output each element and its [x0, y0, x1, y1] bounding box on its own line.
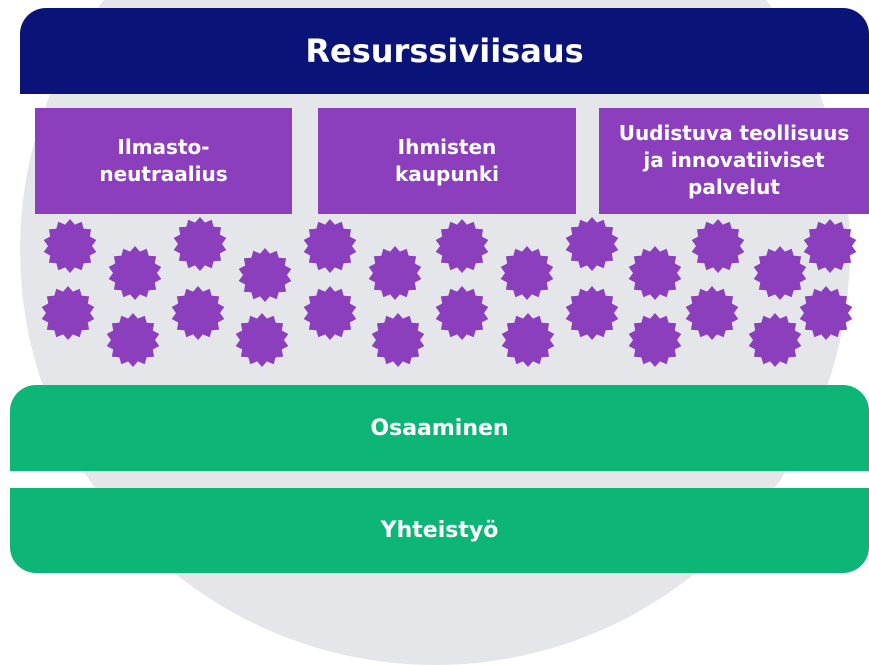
foundation-osaaminen: Osaaminen [10, 385, 869, 471]
foundation-label: Yhteistyö [380, 518, 499, 543]
gear-icon [628, 313, 682, 367]
pillar-label: Uudistuva teollisuus ja innovatiiviset p… [618, 121, 850, 199]
pillar-human-city: Ihmisten kaupunki [318, 108, 576, 214]
gear-icon [106, 313, 160, 367]
resource-wisdom-diagram: Resurssiviisaus Ilmasto- neutraalius Ihm… [10, 0, 869, 665]
gear-icon [799, 286, 853, 340]
gear-icon [753, 246, 807, 300]
gear-icon [371, 313, 425, 367]
gear-icon [368, 246, 422, 300]
pillar-renewing-industry: Uudistuva teollisuus ja innovatiiviset p… [599, 108, 869, 214]
gear-icon [748, 313, 802, 367]
gear-field [41, 217, 857, 367]
gear-icon [803, 219, 857, 273]
gear-icon [500, 246, 554, 300]
gear-icon [43, 219, 97, 273]
title-banner: Resurssiviisaus [20, 8, 869, 94]
gear-icon [171, 286, 225, 340]
foundation-yhteistyo: Yhteistyö [10, 488, 869, 573]
gear-icon [303, 219, 357, 273]
gear-icon [565, 217, 619, 271]
gear-icon [173, 217, 227, 271]
gear-icon [501, 313, 555, 367]
gear-icon [565, 286, 619, 340]
pillar-label: Ihmisten kaupunki [395, 135, 499, 186]
gear-icon [685, 286, 739, 340]
gear-icon [235, 313, 289, 367]
gear-icon [435, 286, 489, 340]
gear-icon [108, 246, 162, 300]
gear-icon [628, 246, 682, 300]
gear-icon [238, 248, 292, 302]
gear-icon [435, 219, 489, 273]
gear-icon [691, 219, 745, 273]
title-text: Resurssiviisaus [305, 32, 584, 70]
pillar-label: Ilmasto- neutraalius [99, 135, 228, 186]
gear-icon [303, 286, 357, 340]
gear-icon [41, 286, 95, 340]
foundation-label: Osaaminen [370, 415, 509, 441]
pillar-climate-neutrality: Ilmasto- neutraalius [35, 108, 292, 214]
